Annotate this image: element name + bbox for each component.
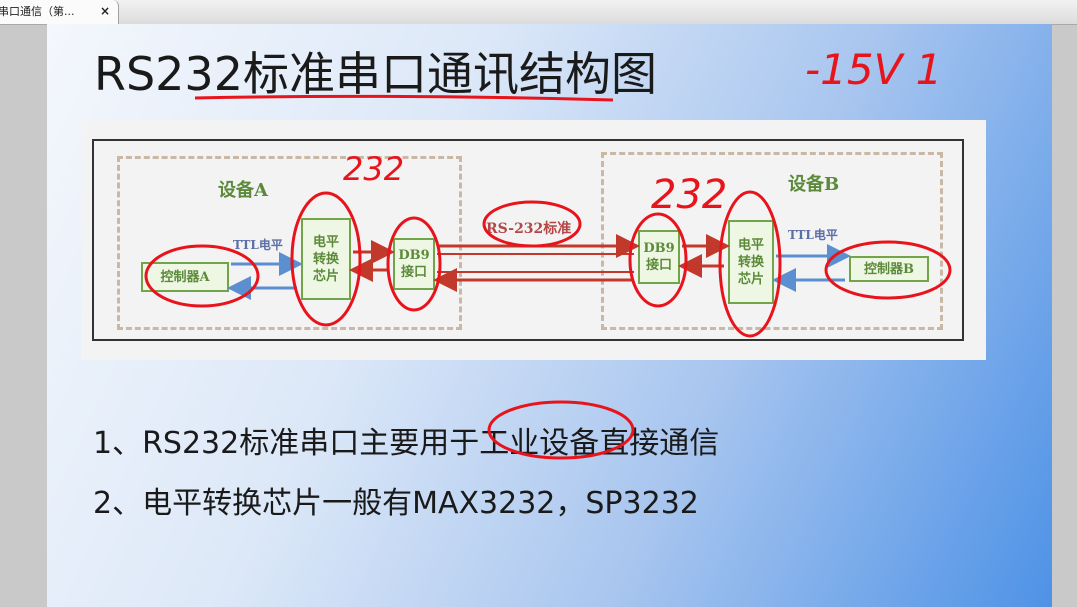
circle-standard [482,200,582,248]
close-icon[interactable]: × [100,4,111,18]
db9-a-box: DB9 接口 [393,238,435,290]
device-a-region [117,156,462,330]
rs232-diagram: 设备A 设备B 控制器A 电平 转换 芯片 DB9 接口 DB9 接口 电平 转… [81,120,986,360]
circle-converter-b [718,190,782,338]
handwritten-232-b: 232 [651,172,727,218]
bullet-line-1: 1、RS232标准串口主要用于工业设备直接通信 [93,426,720,461]
circle-controller-a [144,244,260,308]
bullet-annotation [487,400,635,460]
ttl-level-a: TTL电平 [233,238,283,252]
circle-controller-b [824,240,952,300]
circle-converter-a [290,191,362,327]
device-b-region [601,152,943,330]
diagram-arrows: 232 232 [144,150,952,338]
controller-b-box: 控制器B [849,256,929,282]
db9-b-box: DB9 接口 [638,230,680,284]
rs232-standard-label: RS-232标准 [486,221,572,237]
slide-title: RS232标准串口通讯结构图 [94,47,657,101]
voltage-annotation: -15V 1 [805,45,942,94]
document-tab[interactable]: 串口通信（第... × [0,0,119,24]
ttl-level-b: TTL电平 [788,228,838,242]
circle-db9-b [628,212,688,308]
presentation-slide: RS232标准串口通讯结构图 -15V 1 设备A 设备B 控制器A 电平 转换… [47,24,1052,607]
diagram-frame [92,139,964,341]
tab-title: 串口通信（第... [0,5,75,18]
handwritten-232-a: 232 [343,150,404,188]
converter-a-box: 电平 转换 芯片 [301,218,351,300]
controller-a-box: 控制器A [141,262,229,292]
bullet-line-2: 2、电平转换芯片一般有MAX3232，SP3232 [93,486,699,521]
converter-b-box: 电平 转换 芯片 [728,220,774,304]
device-a-label: 设备A [218,180,268,201]
device-b-label: 设备B [788,174,840,195]
circle-db9-a [386,216,442,312]
title-annotation: -15V 1 [194,45,942,102]
tab-bar: 串口通信（第... × [0,0,1077,25]
